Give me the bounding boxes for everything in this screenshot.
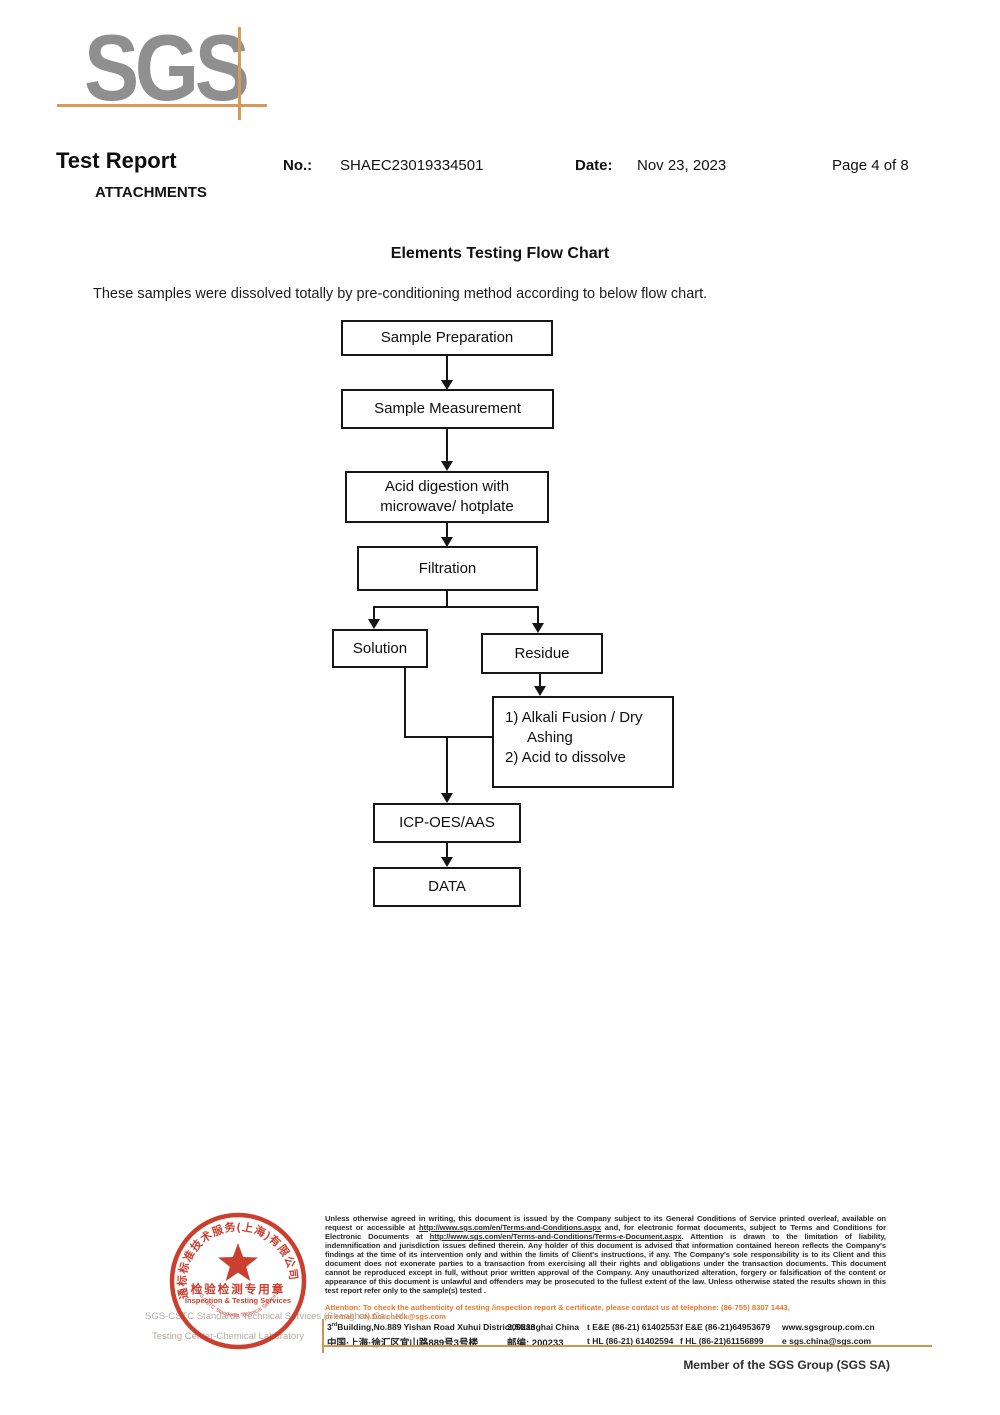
report-no-label: No.: [283, 157, 313, 174]
address-en: 3rdBuilding,No.889 Yishan Road Xuhui Dis… [327, 1322, 579, 1332]
legal-text: . Attention is drawn to the limitation o… [325, 1232, 886, 1295]
flow-arrowhead [534, 686, 546, 696]
legal-text: Unless otherwise agreed in writing, this… [325, 1214, 886, 1232]
attention-line: Attention: To check the authenticity of … [325, 1303, 790, 1312]
flow-box-label: DATA [428, 878, 466, 895]
flow-box-label: Filtration [418, 559, 477, 577]
postcode-en: 200233 [507, 1322, 536, 1332]
report-title: Test Report [56, 148, 177, 173]
attachments-heading: ATTACHMENTS [95, 184, 207, 201]
flow-box-label: ICP-OES/AAS [399, 814, 495, 831]
flow-box-alkali-fusion: 1) Alkali Fusion / Dry Ashing 2) Acid to… [492, 696, 674, 788]
flow-connector [539, 674, 541, 687]
fax-2: f HL (86-21)61156899 [680, 1336, 764, 1346]
flow-connector [373, 606, 539, 608]
flow-box-solution: Solution [332, 629, 428, 668]
sgs-logo: SGS [84, 15, 250, 120]
fax-1: f E&E (86-21)64953679 [680, 1322, 771, 1332]
logo-crosshair-horizontal [57, 104, 267, 107]
flow-chart-title: Elements Testing Flow Chart [390, 245, 610, 262]
page-number: Page 4 of 8 [832, 157, 909, 174]
flow-connector [446, 356, 448, 382]
flow-box-sample-measurement: Sample Measurement [341, 389, 554, 429]
flow-box-label: Sample Measurement [374, 400, 521, 417]
address-text: Building,No.889 Yishan Road Xuhui Distri… [337, 1322, 580, 1332]
flow-arrowhead [368, 619, 380, 629]
flow-box-label: Ashing [527, 729, 573, 746]
flow-connector [446, 523, 448, 538]
stamp-en-line: Inspection & Testing Services [185, 1296, 291, 1305]
flow-box-residue: Residue [481, 633, 603, 674]
flow-box-filtration: Filtration [357, 546, 538, 591]
stamp-ring [169, 1212, 307, 1350]
flow-box-label: Solution [352, 639, 408, 657]
logo-crosshair-vertical [238, 27, 241, 120]
flow-box-data: DATA [373, 867, 521, 907]
postcode-cn: 邮编: 200233 [507, 1338, 564, 1349]
attention-line: or email: CN.Doccheck@sgs.com [325, 1312, 446, 1321]
flow-connector [373, 606, 375, 620]
terms-e-document-url: http://www.sgs.com/en/Terms-and-Conditio… [429, 1232, 682, 1241]
address-divider [322, 1319, 324, 1353]
stamp-star-icon [218, 1243, 258, 1281]
address-text: 3 [327, 1322, 332, 1332]
flow-arrowhead [441, 380, 453, 390]
phone-1: t E&E (86-21) 61402553 [587, 1322, 680, 1332]
report-date-value: Nov 23, 2023 [637, 157, 727, 174]
flow-arrowhead [532, 623, 544, 633]
legal-text: and, for electronic format documents, su… [325, 1223, 886, 1241]
address-cn: 中国·上海·徐汇区宜山路889号3号楼 [327, 1338, 478, 1349]
flow-box-acid-digestion: Acid digestion with microwave/ hotplate [345, 471, 549, 523]
email: e sgs.china@sgs.com [782, 1336, 872, 1346]
address-ordinal: rd [331, 1322, 338, 1329]
flow-arrowhead [441, 793, 453, 803]
sgs-member-text: Member of the SGS Group (SGS SA) [683, 1358, 890, 1372]
terms-url: http://www.sgs.com/en/Terms-and-Conditio… [419, 1223, 602, 1232]
flow-box-label: Acid digestion with [384, 478, 510, 495]
company-division-text: Testing Center-Chemical Laboratory [152, 1331, 305, 1342]
flow-connector [404, 736, 492, 738]
flow-connector [446, 843, 448, 858]
stamp-cn-line: 检验检测专用章 [191, 1282, 286, 1296]
flow-arrowhead [441, 461, 453, 471]
flow-box-label: 1) Alkali Fusion / Dry [505, 709, 643, 726]
flow-connector [446, 591, 448, 608]
attention-notice: Attention: To check the authenticity of … [325, 1303, 886, 1321]
footer-rule [323, 1345, 932, 1347]
report-no-value: SHAEC23019334501 [340, 157, 484, 174]
website: www.sgsgroup.com.cn [782, 1322, 875, 1332]
report-date-label: Date: [575, 157, 613, 174]
flow-arrowhead [441, 857, 453, 867]
flow-box-icp-oes-aas: ICP-OES/AAS [373, 803, 521, 843]
flow-box-label: 2) Acid to dissolve [505, 749, 626, 766]
intro-text: These samples were dissolved totally by … [93, 286, 708, 302]
flow-connector [404, 668, 406, 738]
phone-2: t HL (86-21) 61402594 [587, 1336, 674, 1346]
flow-connector [446, 429, 448, 462]
legal-disclaimer: Unless otherwise agreed in writing, this… [325, 1214, 886, 1295]
flow-box-sample-preparation: Sample Preparation [341, 320, 553, 356]
flow-arrowhead [441, 537, 453, 547]
flow-connector [537, 606, 539, 624]
flow-box-label: Residue [514, 644, 570, 662]
flow-box-label: Sample Preparation [380, 329, 514, 346]
inspection-stamp: 通标标准技术服务(上海)有限公司 检验检测专用章 Inspection & Te… [163, 1206, 307, 1350]
company-name-text: SGS-CSTC Standards Technical Services (S… [145, 1311, 407, 1322]
flow-connector [446, 736, 448, 794]
flow-box-label: microwave/ hotplate [380, 498, 514, 515]
